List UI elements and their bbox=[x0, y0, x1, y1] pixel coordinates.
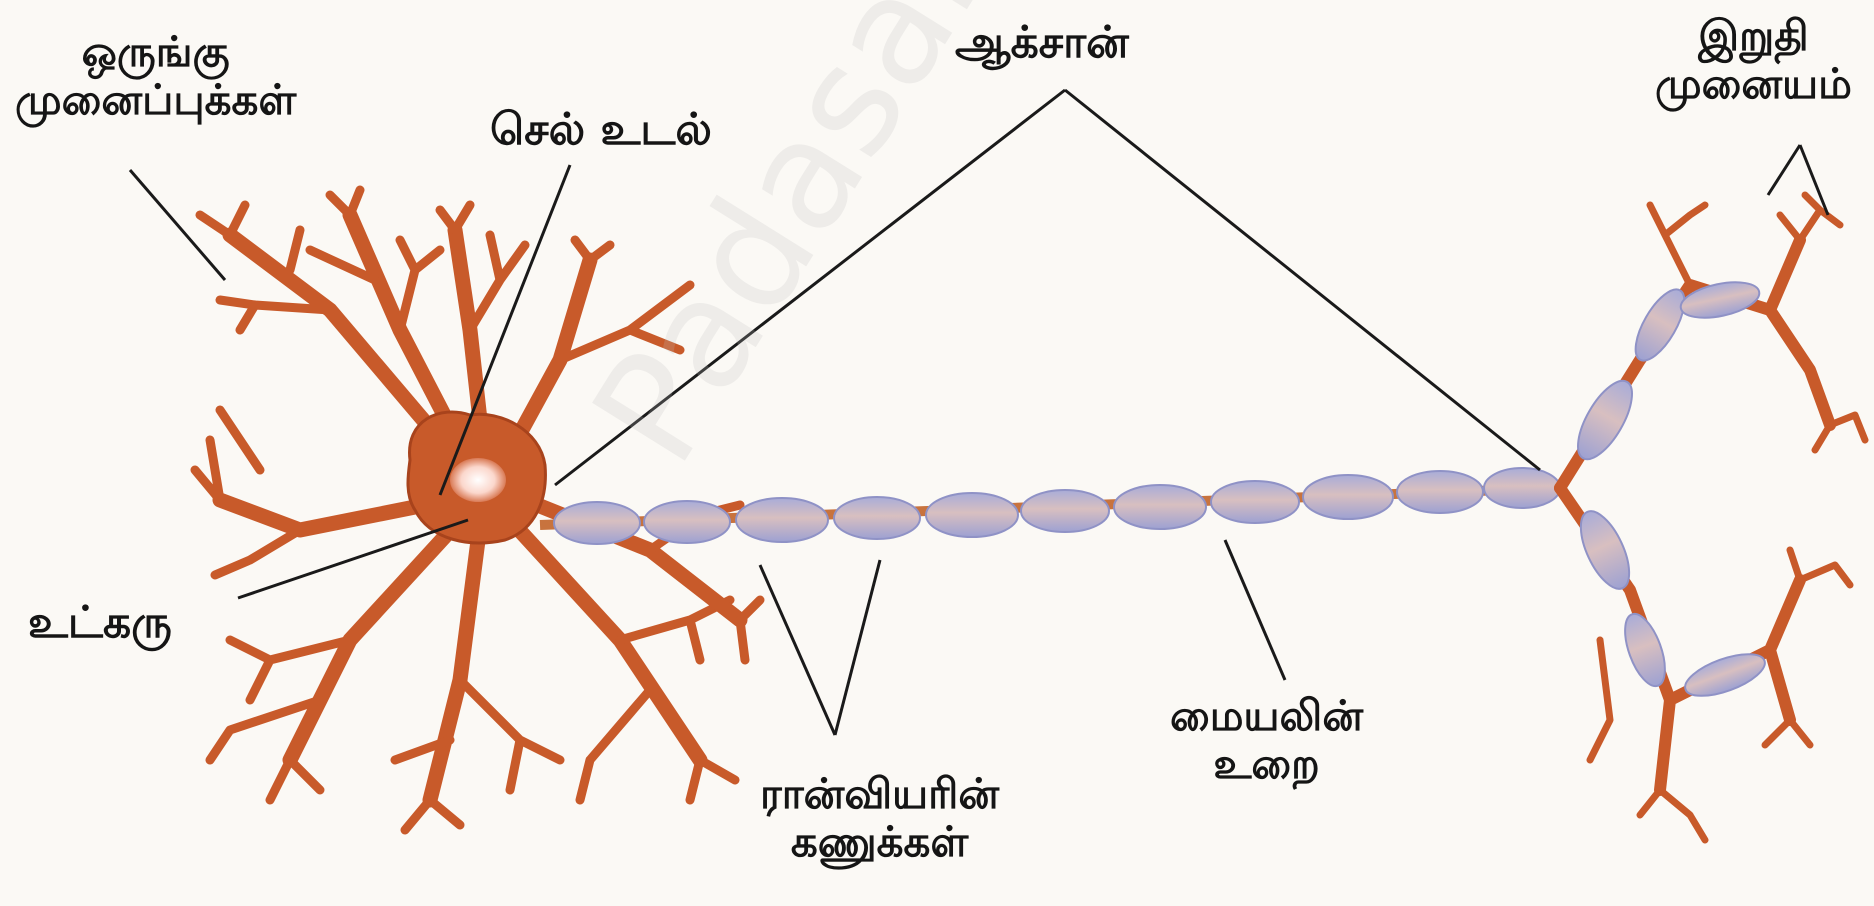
myelin-segment bbox=[1626, 282, 1694, 367]
myelin-segment bbox=[736, 498, 828, 542]
myelin-segment bbox=[926, 493, 1018, 537]
myelin-segment bbox=[1303, 475, 1393, 519]
leader-lines bbox=[130, 90, 1828, 735]
label-dendrites-line1: ஒருங்கு bbox=[15, 28, 296, 76]
leader-line-node-2 bbox=[835, 560, 880, 735]
label-myelin-line2: உறை bbox=[1170, 740, 1363, 788]
leader-line-node-1 bbox=[760, 565, 835, 735]
label-axon-terminal: இறுதி முனையம் bbox=[1655, 12, 1852, 109]
label-nodes-of-ranvier: ரான்வியரின் கணுக்கள் bbox=[760, 770, 999, 867]
label-myelin-line1: மையலின் bbox=[1170, 692, 1363, 740]
myelin-segment bbox=[834, 497, 920, 539]
myelin-segment bbox=[1484, 468, 1560, 508]
myelin-sheath bbox=[554, 468, 1560, 544]
leader-line-myelin bbox=[1225, 540, 1285, 680]
leader-line-axon-right bbox=[1065, 90, 1540, 470]
myelin-segment bbox=[644, 501, 730, 543]
dendrite-branch bbox=[510, 520, 700, 760]
label-dendrites-line2: முனைப்புக்கள் bbox=[15, 76, 296, 124]
label-cell-body: செல் உடல் bbox=[490, 105, 712, 156]
myelin-segment bbox=[1021, 490, 1109, 532]
myelin-segment bbox=[1211, 481, 1299, 523]
myelin-segment bbox=[1567, 373, 1642, 467]
dendrite-branch bbox=[430, 525, 480, 800]
nucleus bbox=[450, 458, 506, 502]
label-myelin-sheath: மையலின் உறை bbox=[1170, 692, 1363, 789]
myelin-segment bbox=[1397, 471, 1483, 513]
dendrite-branch bbox=[210, 640, 350, 800]
myelin-segment bbox=[1680, 646, 1770, 705]
label-axon-terminal-line1: இறுதி bbox=[1655, 12, 1852, 60]
dendrite-branch bbox=[195, 410, 300, 575]
myelin-segment bbox=[554, 502, 640, 544]
label-dendrites: ஒருங்கு முனைப்புக்கள் bbox=[15, 28, 296, 125]
label-nucleus: உட்கரு bbox=[28, 598, 172, 649]
myelin-segment bbox=[1571, 504, 1639, 595]
label-axon-terminal-line2: முனையம் bbox=[1655, 60, 1852, 108]
myelin-segment bbox=[1617, 609, 1673, 691]
myelin-segment bbox=[1114, 485, 1206, 529]
leader-line-terminal-1 bbox=[1768, 145, 1800, 195]
label-nodes-line2: கணுக்கள் bbox=[760, 818, 999, 866]
dendrite-branch bbox=[290, 520, 460, 760]
neuron bbox=[195, 190, 1865, 840]
label-axon: ஆக்சான் bbox=[955, 18, 1129, 69]
label-nodes-line1: ரான்வியரின் bbox=[760, 770, 999, 818]
dendrite-branch bbox=[395, 680, 560, 830]
